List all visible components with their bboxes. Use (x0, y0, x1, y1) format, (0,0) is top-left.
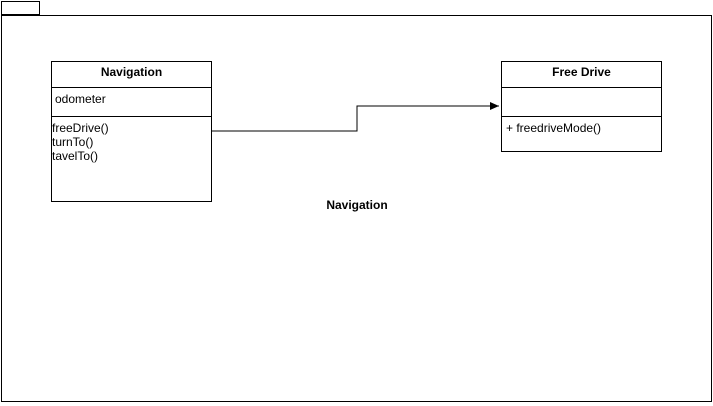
operation-tavel-to: tavelTo() (52, 149, 99, 163)
class-name: Free Drive (502, 62, 661, 88)
package-tab (1, 1, 40, 15)
class-operations: + freedriveMode() (502, 117, 661, 135)
class-attributes (502, 88, 661, 117)
class-name: Navigation (52, 62, 211, 88)
package-name: Navigation (326, 198, 388, 212)
class-free-drive[interactable]: Free Drive + freedriveMode() (501, 61, 662, 152)
operation-freedrive-mode: + freedriveMode() (506, 121, 602, 135)
operation-free-drive: freeDrive() (52, 121, 109, 135)
association-line (212, 102, 499, 132)
class-navigation[interactable]: Navigation odometer freeDrive() turnTo()… (51, 61, 212, 202)
operation-turn-to: turnTo() (52, 135, 94, 149)
class-attributes: odometer (52, 88, 211, 117)
attribute-odometer: odometer (55, 92, 106, 106)
class-operations: freeDrive() turnTo() tavelTo() (52, 117, 211, 163)
